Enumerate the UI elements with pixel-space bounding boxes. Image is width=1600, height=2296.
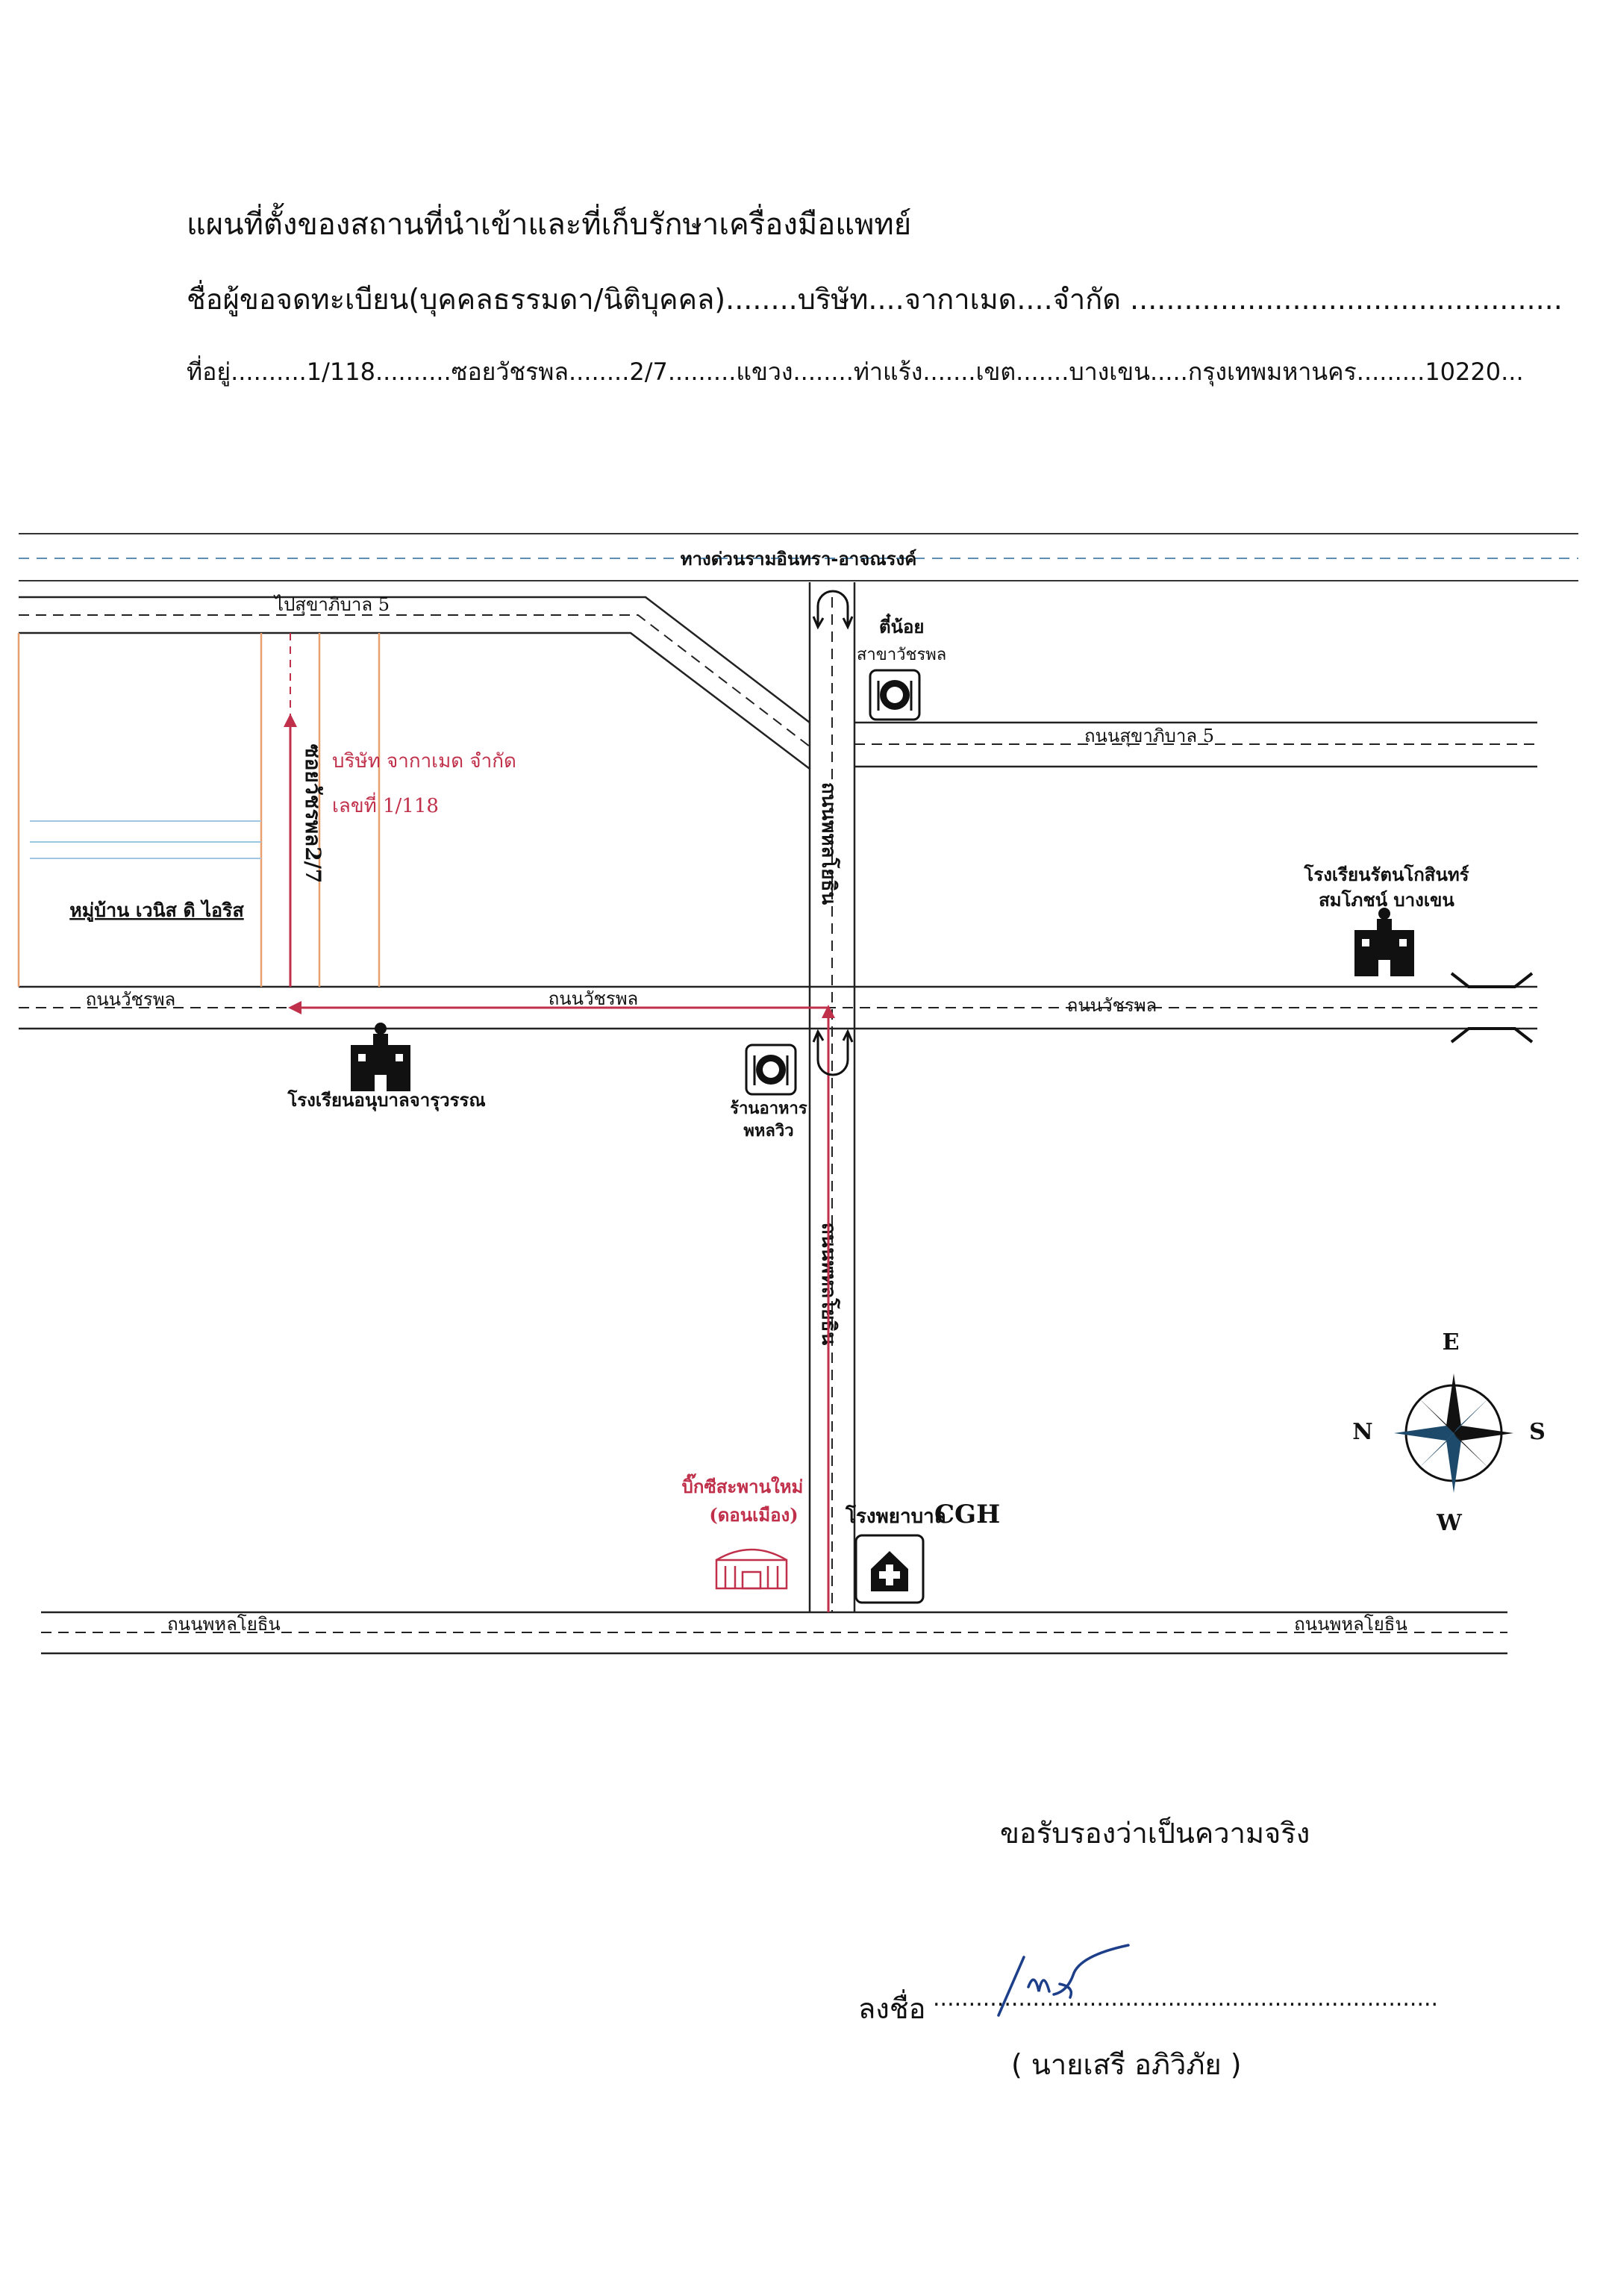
label-phahon-left: ถนนพหลโยธิน [167,1614,281,1635]
restaurant-top-name: ตี๋น้อย [879,613,924,637]
property-block [17,633,381,987]
restaurant-mid-sub: พหลวิว [743,1121,793,1141]
bigc-branch: (ดอนเมือง) [709,1504,798,1526]
sign-line: ........................................… [933,1985,1439,2012]
label-sukhaphiban-road: ถนนสุขาภิบาล 5 [1084,726,1214,747]
label-watcharaphon-mid: ถนนวัชรพล [549,988,639,1009]
label-to-sukhaphiban: ไปสุขาภิบาล 5 [273,594,390,616]
compass-icon [1394,1373,1513,1493]
compass-s-label: S [1529,1419,1546,1445]
label-watcharaphon-right: ถนนวัชรพล [1067,995,1157,1016]
company-name: บริษัท จากาเมด จำกัด [332,750,516,773]
restaurant-icon [745,1044,797,1096]
compass-n-label: N [1352,1419,1372,1445]
school-icon [351,1023,410,1091]
u-turn-top-icon [812,590,854,630]
hospital-prefix: โรงพยาบาล [845,1504,946,1528]
road-sukhaphiban-5 [854,721,1537,768]
compass-e-label: E [1443,1329,1460,1356]
u-turn-bottom-icon [812,1029,854,1076]
shopping-mall-icon [715,1548,788,1590]
label-phahon-right: ถนนพหลโยธิน [1294,1614,1407,1635]
label-expressway: ทางด่วนรามอินทรา-อาจณรงค์ [681,548,917,570]
school-icon [1354,908,1414,976]
label-village: หมู่บ้าน เวนิส ดิ ไอริส [69,899,244,923]
bigc-name: บิ๊กซีสะพานใหม่ [682,1473,804,1497]
bridge-marker [1450,972,1534,1044]
road-to-sukhaphiban [19,596,810,770]
restaurant-icon [869,669,921,721]
route-path [284,714,835,1612]
address-line: ที่อยู่..........1/118..........ซอยวัชรพ… [187,358,1524,386]
signature-image [997,1944,1130,2017]
label-main-road-upper: ถนนพหลโยธิน [817,782,841,905]
compass-w-label: W [1436,1510,1463,1536]
road-phahonyothin [41,1611,1507,1655]
expressway [19,533,1578,581]
company-number: เลขที่ 1/118 [332,792,439,817]
page-title: แผนที่ตั้งของสถานที่นำเข้าและที่เก็บรักษ… [187,208,912,242]
main-vertical-road [808,582,856,1612]
label-watcharaphon-left: ถนนวัชรพล [86,989,176,1010]
hospital-name: CGH [934,1500,1000,1529]
restaurant-mid-name: ร้านอาหาร [730,1099,807,1118]
certify-text: ขอรับรองว่าเป็นความจริง [1000,1817,1310,1850]
school-right-sub: สมโภชน์ บางเขน [1319,889,1454,911]
school-left-name: โรงเรียนอนุบาลจารุวรรณ [287,1089,485,1112]
label-soi-watcharaphon: ซอยวัชรพล2/7 [301,744,325,884]
signer-name: ( นายเสรี อภิวิภัย ) [1011,2048,1242,2081]
school-right-name: โรงเรียนรัตนโกสินทร์ [1303,864,1469,885]
canal [30,820,261,859]
restaurant-top-branch: สาขาวัชรพล [857,646,946,664]
hospital-icon [854,1534,925,1604]
applicant-line: ชื่อผู้ขอจดทะเบียน(บุคคลธรรมดา/นิติบุคคล… [187,283,1563,316]
sign-label: ลงชื่อ [858,1992,926,2025]
